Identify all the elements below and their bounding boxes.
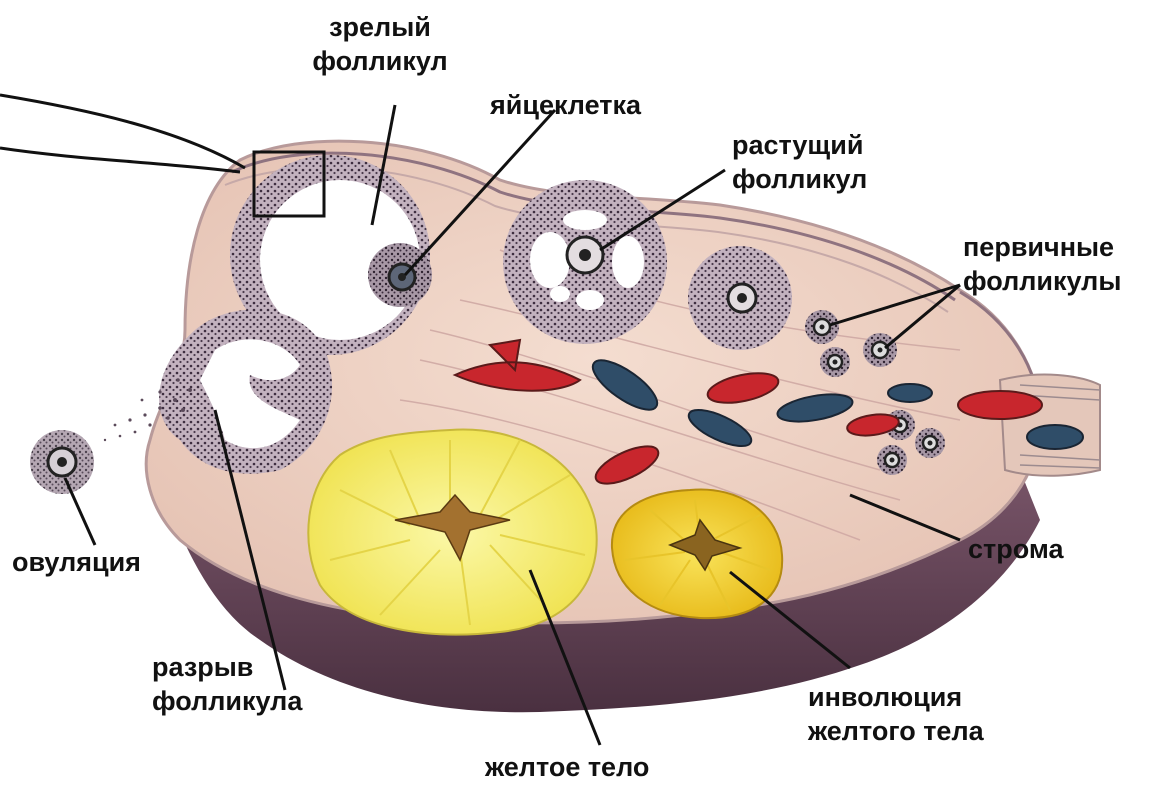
growing-follicle [503,180,667,344]
released-oocyte [30,430,94,494]
label-follicle-rupture: разрыв фолликула [152,650,302,718]
label-corpus-luteum: желтое тело [485,750,649,784]
label-primary-follicles: первичные фолликулы [963,230,1121,298]
preantral-follicle [688,246,792,350]
label-oocyte: яйцеклетка [490,88,641,122]
label-mature-follicle: зрелый фолликул [300,10,460,78]
hilum-vessel-red [958,391,1042,419]
label-growing-follicle: растущий фолликул [732,128,867,196]
label-corpus-luteum-involution: инволюция желтого тела [808,680,984,748]
corpus-luteum [308,430,596,635]
hilum-vessel-blue [1027,425,1083,449]
label-ovulation: овуляция [12,545,141,579]
label-stroma: строма [968,532,1064,566]
